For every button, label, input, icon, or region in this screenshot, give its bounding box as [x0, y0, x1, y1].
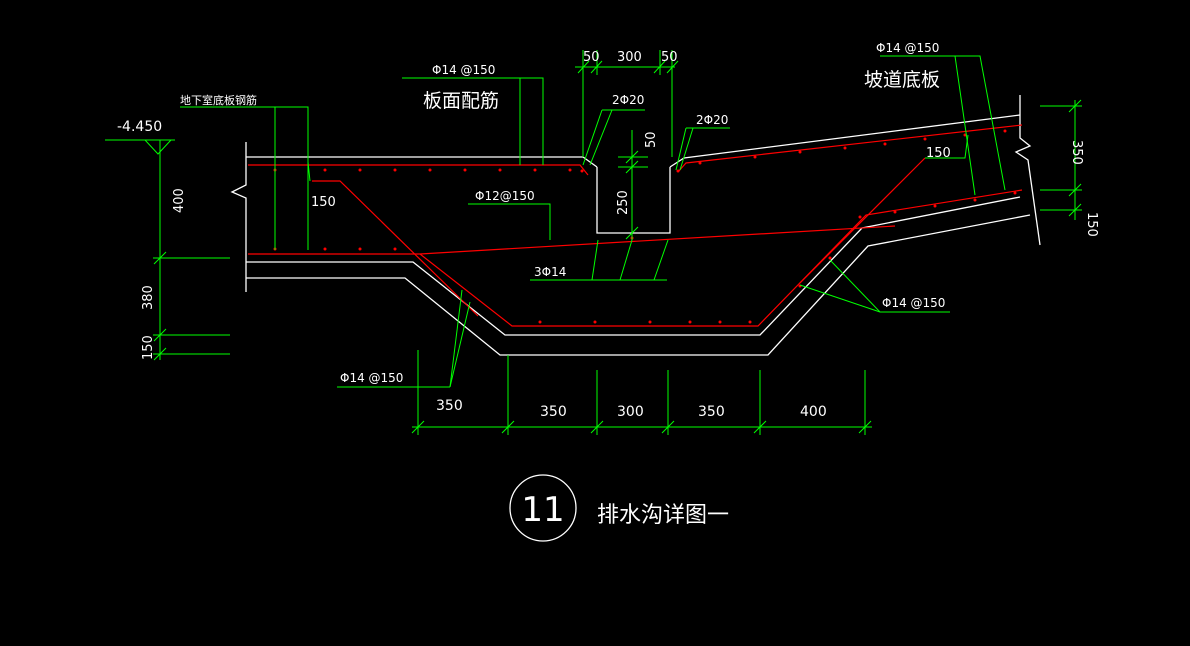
left-vdim-1: 400 [172, 188, 187, 213]
rebar-lines [248, 124, 1023, 327]
phi12-label: Φ12@150 [475, 189, 535, 203]
rebar-dots [273, 129, 1017, 324]
dimension-lines [105, 50, 1082, 435]
phi14-right-label: Φ14 @150 [882, 296, 945, 310]
elevation-label: -4.450 [117, 119, 162, 135]
mid-vdim-1: 50 [644, 131, 659, 148]
top-dim-2: 300 [617, 50, 642, 65]
trench-inner-line [246, 196, 1021, 336]
rebar-phi12-long [419, 225, 896, 255]
top-dim-1: 50 [583, 50, 600, 65]
slab-top-rebar-label: 板面配筋 [423, 90, 499, 112]
right-break-line [1014, 95, 1041, 246]
ramp-spec: Φ14 @150 [876, 41, 939, 55]
channel-outline [596, 167, 671, 234]
dim-150-left: 150 [311, 195, 336, 210]
title-text: 排水沟详图一 [597, 503, 729, 528]
basement-slab-label: 地下室底板钢筋 [180, 93, 257, 107]
bottom-dim-2: 350 [540, 404, 567, 420]
trench-outer-line [246, 214, 1031, 356]
title-number: 11 [521, 490, 564, 530]
left-vdim-3: 150 [141, 335, 156, 360]
title-circle [509, 474, 577, 542]
concrete-outline [230, 95, 1041, 356]
bar-2phi20-left: 2Φ20 [612, 93, 644, 107]
drawing-title: 11 排水沟详图一 [509, 474, 729, 542]
phi14-left-label: Φ14 @150 [340, 371, 403, 385]
bottom-dim-5: 400 [800, 404, 827, 420]
slab-top-rebar-spec: Φ14 @150 [432, 63, 495, 77]
annotations: -4.450 地下室底板钢筋 Φ14 @150 板面配筋 Φ14 @150 坡道… [117, 41, 1099, 420]
bottom-dim-4: 350 [698, 404, 725, 420]
ramp-slab-label: 坡道底板 [864, 69, 940, 91]
top-dim-3: 50 [661, 50, 678, 65]
left-break-line [230, 142, 247, 292]
rebar-diagonal-right [799, 157, 926, 284]
rebar-slab-top [248, 164, 589, 176]
left-vdim-2: 380 [141, 285, 156, 310]
bottom-dim-3: 300 [617, 404, 644, 420]
rebar-trench-bottom [419, 189, 1023, 327]
bar-2phi20-right: 2Φ20 [696, 113, 728, 127]
bottom-dim-1: 350 [436, 398, 463, 414]
right-vdim-1: 350 [1069, 140, 1084, 165]
mid-vdim-2: 250 [616, 190, 631, 215]
rebar-diagonal-left [312, 180, 479, 317]
right-vdim-2: 150 [1084, 212, 1099, 237]
three-phi14-label: 3Φ14 [534, 265, 566, 279]
dim-150-right: 150 [926, 146, 951, 161]
